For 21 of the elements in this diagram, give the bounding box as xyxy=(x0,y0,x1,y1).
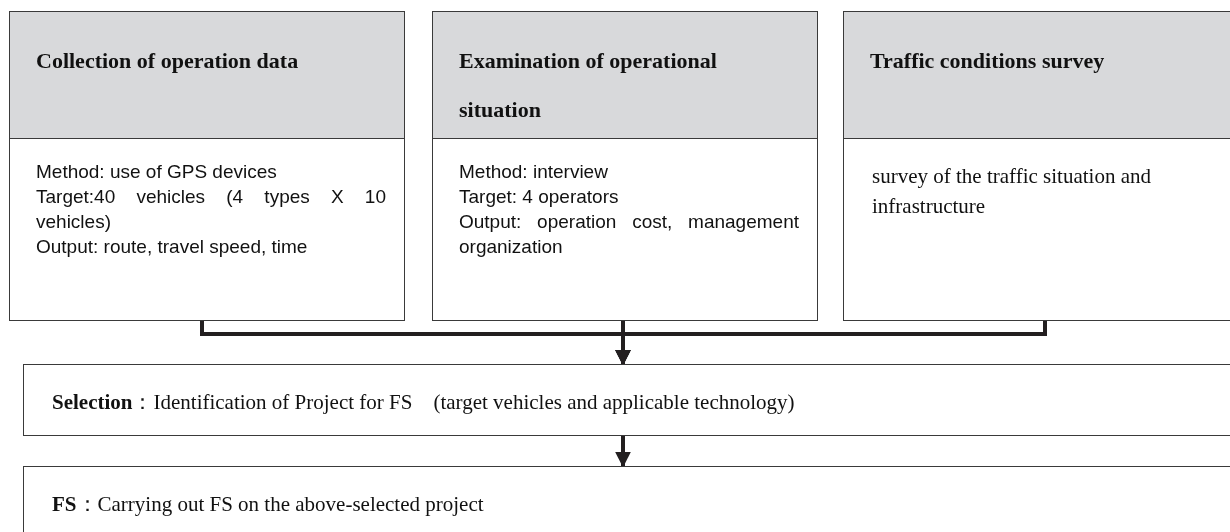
heading: Collection of operation data xyxy=(36,47,300,75)
description: Target: 4 operators xyxy=(459,185,620,209)
description: Target:40 vehicles (4 types X 10 vehicles) xyxy=(36,185,386,234)
description: Method: use of GPS devices xyxy=(36,160,278,184)
process-box xyxy=(843,138,1230,321)
description: Output: operation cost, management organization xyxy=(459,210,799,259)
description: Output: route, travel speed, time xyxy=(36,235,309,259)
heading-box xyxy=(9,11,405,139)
connector-arrow xyxy=(615,436,631,468)
description: Method: interview xyxy=(459,160,609,184)
heading: Traffic conditions survey xyxy=(870,47,1106,75)
process-box xyxy=(9,138,405,321)
description: FS：Carrying out FS on the above-selected project xyxy=(52,491,485,518)
heading-box xyxy=(843,11,1230,139)
heading-box xyxy=(432,11,818,139)
process-box xyxy=(432,138,818,321)
description: survey of the traffic situation and infrastructure xyxy=(872,163,1152,220)
process-box xyxy=(23,364,1230,436)
description: Selection：Identification of Project for FS (target vehicles and applicable technology) xyxy=(52,389,796,416)
heading: Examination of operational situation xyxy=(459,47,718,124)
process-box xyxy=(23,466,1230,532)
